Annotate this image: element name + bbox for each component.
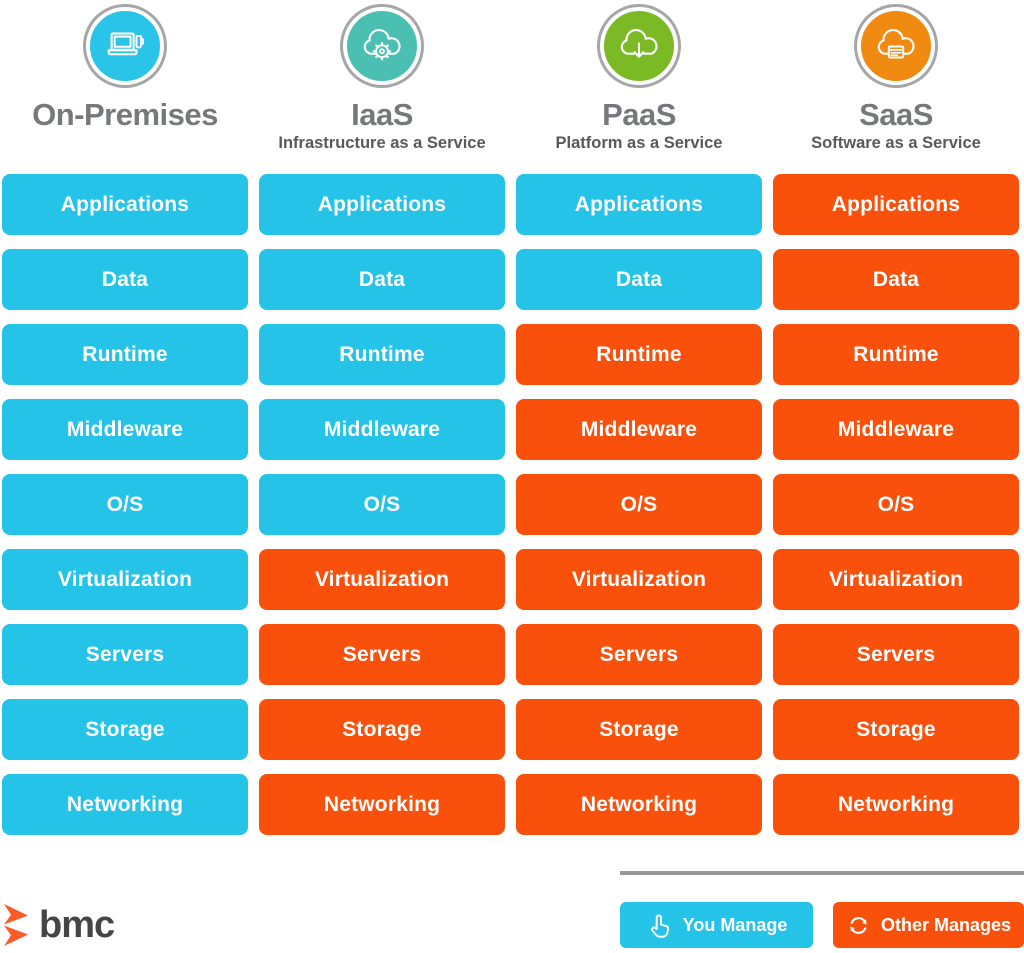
cell-saas-middleware: Middleware <box>773 399 1019 460</box>
cell-onprem-applications: Applications <box>2 174 248 235</box>
column-title: PaaS <box>602 97 676 132</box>
you-manage-label: You Manage <box>682 914 788 935</box>
cell-onprem-os: O/S <box>2 474 248 535</box>
column-paas: PaaS Platform as a Service Applications … <box>516 0 762 849</box>
cell-iaas-networking: Networking <box>259 774 505 835</box>
column-title: On-Premises <box>32 97 218 132</box>
cell-saas-servers: Servers <box>773 624 1019 685</box>
cell-saas-data: Data <box>773 249 1019 310</box>
other-manages-label: Other Manages <box>880 914 1012 935</box>
bmc-logo-text: bmc <box>39 904 115 946</box>
column-iaas: IaaS Infrastructure as a Service Applica… <box>259 0 505 849</box>
cell-paas-os: O/S <box>516 474 762 535</box>
bmc-logo-mark-icon <box>4 904 28 946</box>
header-on-premises: On-Premises <box>2 0 248 174</box>
legend-divider <box>620 871 1024 875</box>
cell-onprem-storage: Storage <box>2 699 248 760</box>
cell-paas-middleware: Middleware <box>516 399 762 460</box>
cell-paas-storage: Storage <box>516 699 762 760</box>
pointing-hand-icon <box>650 914 669 938</box>
column-title: SaaS <box>859 97 933 132</box>
cell-onprem-data: Data <box>2 249 248 310</box>
cell-saas-networking: Networking <box>773 774 1019 835</box>
column-saas: SaaS Software as a Service Applications … <box>773 0 1019 849</box>
cell-paas-virtualization: Virtualization <box>516 549 762 610</box>
service-models-diagram: On-Premises Applications Data Runtime Mi… <box>2 0 1019 849</box>
iaas-circle <box>343 7 421 85</box>
cell-iaas-data: Data <box>259 249 505 310</box>
cell-iaas-runtime: Runtime <box>259 324 505 385</box>
on-premises-circle <box>86 7 164 85</box>
header-paas: PaaS Platform as a Service <box>516 0 762 174</box>
cell-onprem-networking: Networking <box>2 774 248 835</box>
column-title: IaaS <box>351 97 413 132</box>
column-on-premises: On-Premises Applications Data Runtime Mi… <box>2 0 248 849</box>
cell-onprem-runtime: Runtime <box>2 324 248 385</box>
bmc-logo: bmc <box>2 902 115 948</box>
other-manages-button[interactable]: Other Manages <box>833 902 1024 948</box>
paas-circle <box>600 7 678 85</box>
cell-saas-os: O/S <box>773 474 1019 535</box>
cell-iaas-storage: Storage <box>259 699 505 760</box>
column-subtitle: Software as a Service <box>811 134 981 152</box>
cell-onprem-virtualization: Virtualization <box>2 549 248 610</box>
cell-onprem-servers: Servers <box>2 624 248 685</box>
cell-paas-servers: Servers <box>516 624 762 685</box>
cell-saas-storage: Storage <box>773 699 1019 760</box>
laptop-mug-icon <box>107 32 145 56</box>
refresh-arrows-icon <box>850 916 867 934</box>
cloud-app-icon <box>877 29 915 59</box>
you-manage-button[interactable]: You Manage <box>620 902 813 948</box>
cell-iaas-os: O/S <box>259 474 505 535</box>
cell-iaas-servers: Servers <box>259 624 505 685</box>
cell-onprem-middleware: Middleware <box>2 399 248 460</box>
saas-circle <box>857 7 935 85</box>
stack-grid: On-Premises Applications Data Runtime Mi… <box>2 0 1019 849</box>
cell-iaas-middleware: Middleware <box>259 399 505 460</box>
column-subtitle: Infrastructure as a Service <box>278 134 486 152</box>
header-saas: SaaS Software as a Service <box>773 0 1019 174</box>
header-iaas: IaaS Infrastructure as a Service <box>259 0 505 174</box>
cell-saas-virtualization: Virtualization <box>773 549 1019 610</box>
cell-paas-applications: Applications <box>516 174 762 235</box>
cell-iaas-applications: Applications <box>259 174 505 235</box>
cloud-download-icon <box>620 29 658 58</box>
cell-paas-runtime: Runtime <box>516 324 762 385</box>
cell-paas-data: Data <box>516 249 762 310</box>
column-subtitle: Platform as a Service <box>555 134 723 152</box>
cell-iaas-virtualization: Virtualization <box>259 549 505 610</box>
cell-saas-runtime: Runtime <box>773 324 1019 385</box>
cell-paas-networking: Networking <box>516 774 762 835</box>
cloud-gear-icon <box>363 29 401 61</box>
cell-saas-applications: Applications <box>773 174 1019 235</box>
